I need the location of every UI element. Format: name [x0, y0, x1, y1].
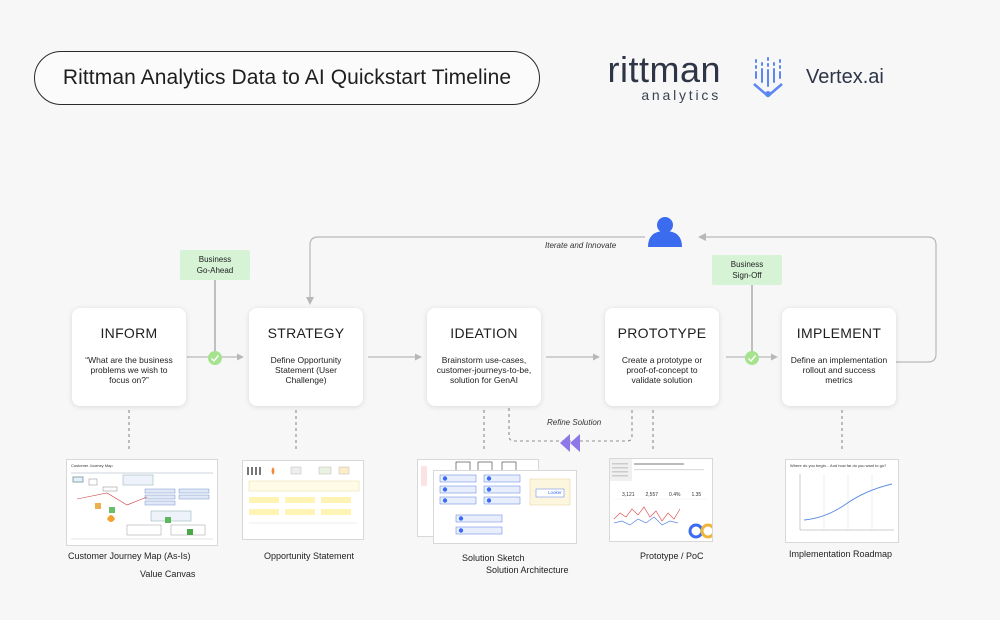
thumb-solution-architecture: Looker — [433, 470, 577, 544]
stage-desc: Define Opportunity Statement (User Chall… — [257, 355, 355, 385]
rittman-logo-subtitle: analytics — [576, 88, 721, 102]
thumb-implementation-roadmap: Where do you begin... And how far do you… — [785, 459, 899, 543]
stage-desc: Create a prototype or proof-of-concept t… — [613, 355, 711, 385]
flow-arrowhead-2 — [415, 354, 422, 361]
stage-title: INFORM — [72, 325, 186, 341]
title-pill: Rittman Analytics Data to AI Quickstart … — [34, 51, 540, 105]
stage-title: STRATEGY — [249, 325, 363, 341]
stage-card-strategy: STRATEGY Define Opportunity Statement (U… — [249, 308, 363, 406]
rittman-logo: rittman analytics — [576, 52, 721, 102]
stage-card-inform: INFORM “What are the business problems w… — [72, 308, 186, 406]
thumb-cjm-art — [67, 467, 217, 545]
caption-solution-architecture: Solution Architecture — [486, 565, 569, 575]
thumb-kpi-row: 3,121 2,557 0.4% 1.35 — [622, 492, 701, 498]
thumb-customer-journey-map: Customer Journey Map — [66, 459, 218, 546]
caption-implementation-roadmap: Implementation Roadmap — [789, 549, 892, 559]
iterate-arrowhead-down — [306, 297, 314, 305]
page-title: Rittman Analytics Data to AI Quickstart … — [63, 66, 511, 90]
stage-title: IDEATION — [427, 325, 541, 341]
thumb-kpi-value: 3,121 — [622, 492, 635, 498]
gate-go-ahead-line2: Go-Ahead — [197, 265, 233, 276]
stage-card-prototype: PROTOTYPE Create a prototype or proof-of… — [605, 308, 719, 406]
stage-title: IMPLEMENT — [782, 325, 896, 341]
vertex-ai-wordmark: Vertex.ai — [806, 66, 884, 89]
refine-label: Refine Solution — [547, 418, 601, 427]
stage-card-implement: IMPLEMENT Define an implementation rollo… — [782, 308, 896, 406]
stage-title: PROTOTYPE — [605, 325, 719, 341]
flow-arrowhead-4 — [771, 354, 778, 361]
iterate-arrowhead-left — [698, 233, 706, 241]
rewind-icon — [560, 434, 580, 452]
thumb-kpi-value: 0.4% — [669, 492, 680, 498]
thumb-roadmap-art — [786, 470, 898, 542]
stage-desc: “What are the business problems we wish … — [80, 355, 178, 385]
caption-customer-journey-map: Customer Journey Map (As-Is) — [68, 551, 191, 561]
thumb-roadmap-title: Where do you begin... And how far do you… — [790, 463, 898, 468]
check-icon-go-ahead — [208, 351, 222, 365]
rittman-logo-wordmark: rittman — [576, 52, 721, 88]
thumb-prototype-art — [610, 459, 712, 541]
gate-sign-off-line2: Sign-Off — [731, 270, 763, 281]
thumb-architecture-art — [434, 471, 576, 543]
thumb-opportunity-statement — [242, 460, 364, 540]
caption-solution-sketch: Solution Sketch — [462, 553, 525, 563]
caption-value-canvas: Value Canvas — [140, 569, 195, 579]
stage-card-ideation: IDEATION Brainstorm use-cases, customer-… — [427, 308, 541, 406]
thumb-kpi-value: 2,557 — [646, 492, 659, 498]
flow-arrowhead-3 — [593, 354, 600, 361]
iterate-label: Iterate and Innovate — [545, 241, 616, 250]
thumb-opportunity-art — [243, 461, 363, 539]
gate-go-ahead-line1: Business — [197, 254, 233, 265]
vertex-ai-icon — [754, 58, 782, 97]
person-icon — [648, 217, 682, 247]
caption-prototype: Prototype / PoC — [640, 551, 704, 561]
gate-sign-off-line1: Business — [731, 259, 763, 270]
thumb-prototype: 3,121 2,557 0.4% 1.35 — [609, 458, 713, 542]
flow-arrowhead-1 — [237, 354, 244, 361]
stage-desc: Define an implementation rollout and suc… — [790, 355, 888, 385]
thumb-looker-label: Looker — [548, 490, 562, 495]
thumb-kpi-value: 1.35 — [691, 492, 701, 498]
caption-opportunity-statement: Opportunity Statement — [264, 551, 354, 561]
check-icon-sign-off — [745, 351, 759, 365]
stage-desc: Brainstorm use-cases, customer-journeys-… — [435, 355, 533, 385]
